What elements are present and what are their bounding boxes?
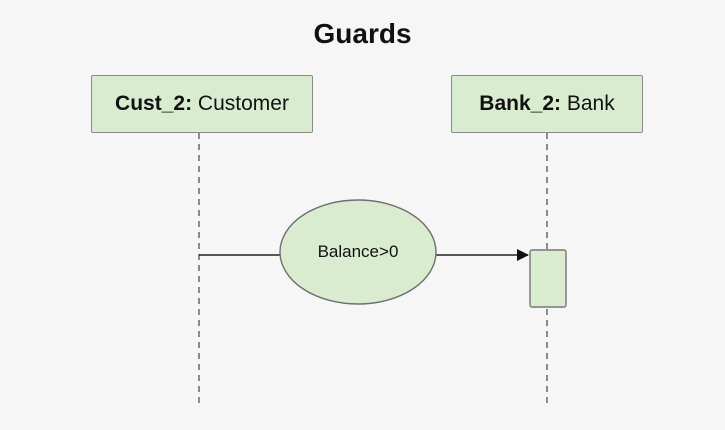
lifeline-name: Cust_2:	[115, 92, 193, 115]
activation-bar	[529, 249, 567, 308]
lifeline-name: Bank_2:	[479, 92, 561, 115]
diagram-title: Guards	[313, 18, 412, 49]
lifeline-type: Bank	[561, 92, 615, 115]
lifeline-head-cust[interactable]: Cust_2: Customer	[91, 75, 313, 133]
lifeline-type: Customer	[192, 92, 289, 115]
lifeline-head-bank[interactable]: Bank_2: Bank	[451, 75, 643, 133]
guard-condition-label: Balance>0	[317, 242, 399, 261]
guard-ellipse	[279, 199, 437, 305]
